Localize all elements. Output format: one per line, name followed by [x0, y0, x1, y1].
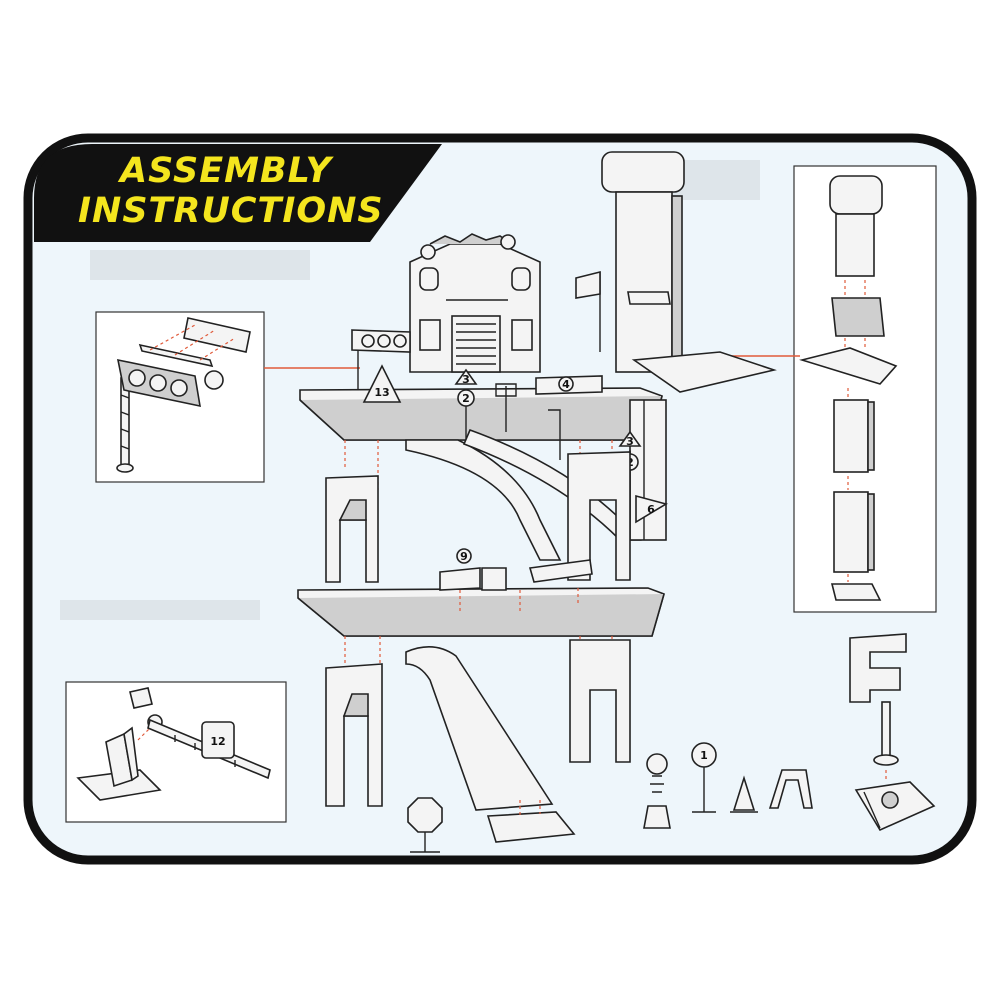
callout-6: 6 [647, 503, 655, 516]
inset-light-bar [95, 311, 265, 483]
stop-sign [407, 797, 443, 833]
traffic-cone [732, 775, 756, 811]
knob [204, 370, 224, 390]
callout-2-upper: 2 [462, 392, 470, 405]
spiral-ramp-upper [405, 439, 562, 561]
accessories: 1 [407, 633, 936, 853]
inset-elevator-tower [793, 165, 937, 613]
callout-3-upper: 3 [462, 373, 470, 386]
inset-box-bottom-left [65, 681, 287, 823]
ramp-lower [405, 646, 554, 811]
callout-3-lower: 3 [626, 435, 634, 448]
title-banner [34, 144, 442, 242]
a-frame-sign [768, 769, 813, 809]
parking-sign-f [849, 633, 907, 703]
pillar-right-lower [569, 639, 631, 763]
inset-barrier-gate: 12 [65, 681, 287, 823]
callout-4: 4 [562, 378, 570, 391]
callout-1: 1 [700, 749, 708, 762]
callout-12: 12 [210, 735, 225, 748]
pillar-right-upper [567, 451, 631, 581]
main-parking-garage: 13 3 2 4 3 2 6 [264, 151, 800, 843]
tower-sign [601, 151, 685, 193]
callout-13: 13 [374, 386, 389, 399]
callout-9: 9 [460, 550, 468, 563]
title-instructions: INSTRUCTIONS [78, 191, 384, 231]
title-assembly: ASSEMBLY [120, 151, 332, 191]
